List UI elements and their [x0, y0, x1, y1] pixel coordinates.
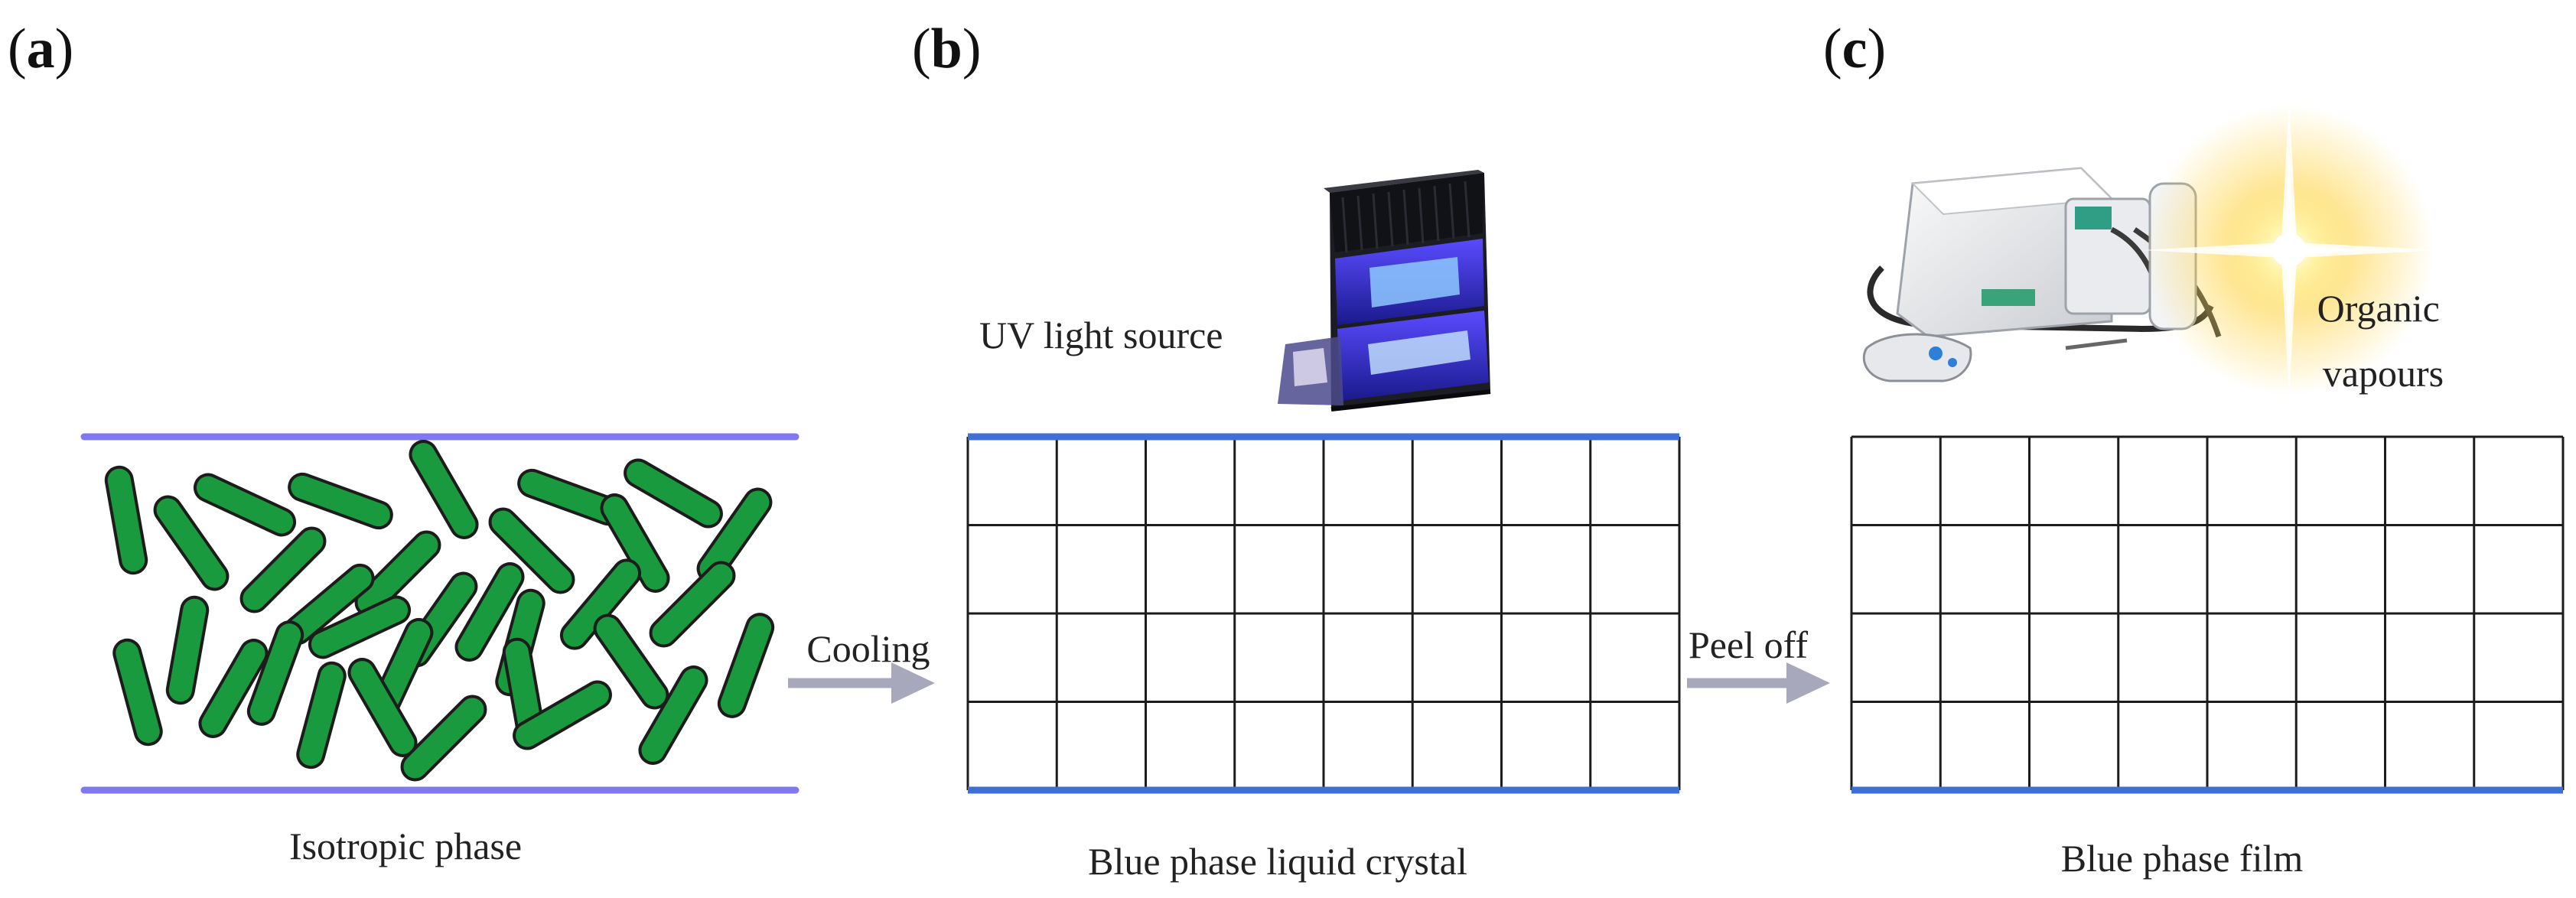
- lc-rod: [593, 613, 669, 710]
- caption-blue-phase-lc: Blue phase liquid crystal: [1088, 840, 1467, 883]
- cooling-arrow: Cooling: [788, 627, 935, 704]
- grid-b: [966, 435, 1681, 792]
- panel-c-blue-phase-film: Blue phase film Organic vapours: [1850, 99, 2565, 880]
- lc-rod: [400, 695, 487, 782]
- lc-rod: [288, 472, 393, 530]
- lc-rod: [624, 458, 723, 529]
- light-flare-icon: [2142, 99, 2441, 398]
- lc-rod: [193, 473, 297, 537]
- panel-b-blue-phase-lc: Blue phase liquid crystal UV light sourc…: [966, 170, 1681, 883]
- organic-vapours-label: Organic vapours: [2317, 287, 2450, 395]
- uv-lamp-icon: [1278, 170, 1491, 412]
- caption-blue-phase-film: Blue phase film: [2061, 837, 2304, 880]
- lc-rod: [246, 620, 304, 726]
- lc-rod: [717, 613, 775, 718]
- lc-rod: [409, 440, 479, 539]
- lc-rod: [165, 595, 210, 705]
- lc-rod: [153, 495, 230, 591]
- peel-off-arrow: Peel off: [1687, 623, 1830, 704]
- uv-light-source-label: UV light source: [979, 314, 1223, 356]
- lc-rod: [198, 639, 269, 738]
- grid-c: [1850, 435, 2565, 792]
- cooling-arrow-head: [891, 662, 935, 704]
- lc-rod: [513, 680, 612, 750]
- panel-label-a: (a): [8, 18, 73, 80]
- peel-off-arrow-head: [1786, 662, 1830, 704]
- liquid-crystal-rods: [104, 440, 775, 782]
- caption-isotropic-phase: Isotropic phase: [289, 825, 522, 867]
- lc-rod: [488, 507, 575, 594]
- lc-rod: [600, 493, 670, 593]
- lc-rod: [308, 595, 412, 659]
- panel-label-b: (b): [912, 18, 981, 80]
- lc-rod: [454, 562, 525, 662]
- lc-rod: [239, 526, 327, 613]
- lc-rod: [638, 665, 708, 765]
- lc-rod: [112, 638, 163, 747]
- peel-off-label: Peel off: [1689, 623, 1808, 666]
- panel-label-c: (c): [1823, 18, 1886, 80]
- lc-rod: [559, 558, 642, 650]
- panel-a-isotropic: Isotropic phase: [80, 433, 800, 867]
- cooling-label: Cooling: [806, 627, 930, 670]
- lc-rod: [649, 561, 736, 648]
- lc-rod: [296, 661, 347, 769]
- lc-rod: [104, 465, 148, 575]
